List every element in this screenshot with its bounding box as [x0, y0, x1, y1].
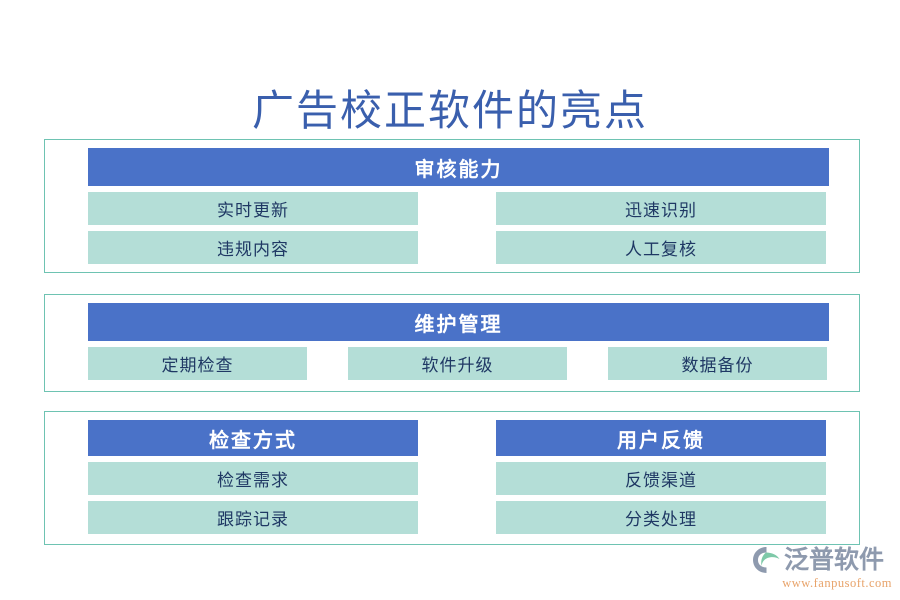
brand-watermark: 泛普软件 www.fanpusoft.com — [752, 544, 892, 592]
cell-classified-handling: 分类处理 — [496, 501, 826, 534]
cell-data-backup: 数据备份 — [608, 347, 827, 380]
section-header-user-feedback: 用户反馈 — [496, 420, 826, 456]
logo-brand-name: 泛普软件 — [784, 546, 885, 574]
cell-inspection-requirement: 检查需求 — [88, 462, 418, 495]
section-header-audit-capability: 审核能力 — [88, 148, 829, 186]
cell-manual-review: 人工复核 — [496, 231, 826, 264]
section-header-maintenance-management: 维护管理 — [88, 303, 829, 341]
section-header-inspection-method: 检查方式 — [88, 420, 418, 456]
logo-website-url: www.fanpusoft.com — [782, 576, 892, 590]
page-title: 广告校正软件的亮点 — [251, 89, 648, 135]
cell-fast-recognition: 迅速识别 — [496, 192, 826, 225]
cell-software-upgrade: 软件升级 — [348, 347, 567, 380]
logo-row: 泛普软件 — [752, 544, 892, 576]
cell-periodic-inspection: 定期检查 — [88, 347, 307, 380]
cell-feedback-channel: 反馈渠道 — [496, 462, 826, 495]
cell-realtime-update: 实时更新 — [88, 192, 418, 225]
cell-tracking-record: 跟踪记录 — [88, 501, 418, 534]
swoosh-circle-icon — [753, 547, 780, 573]
cell-violation-content: 违规内容 — [88, 231, 418, 264]
